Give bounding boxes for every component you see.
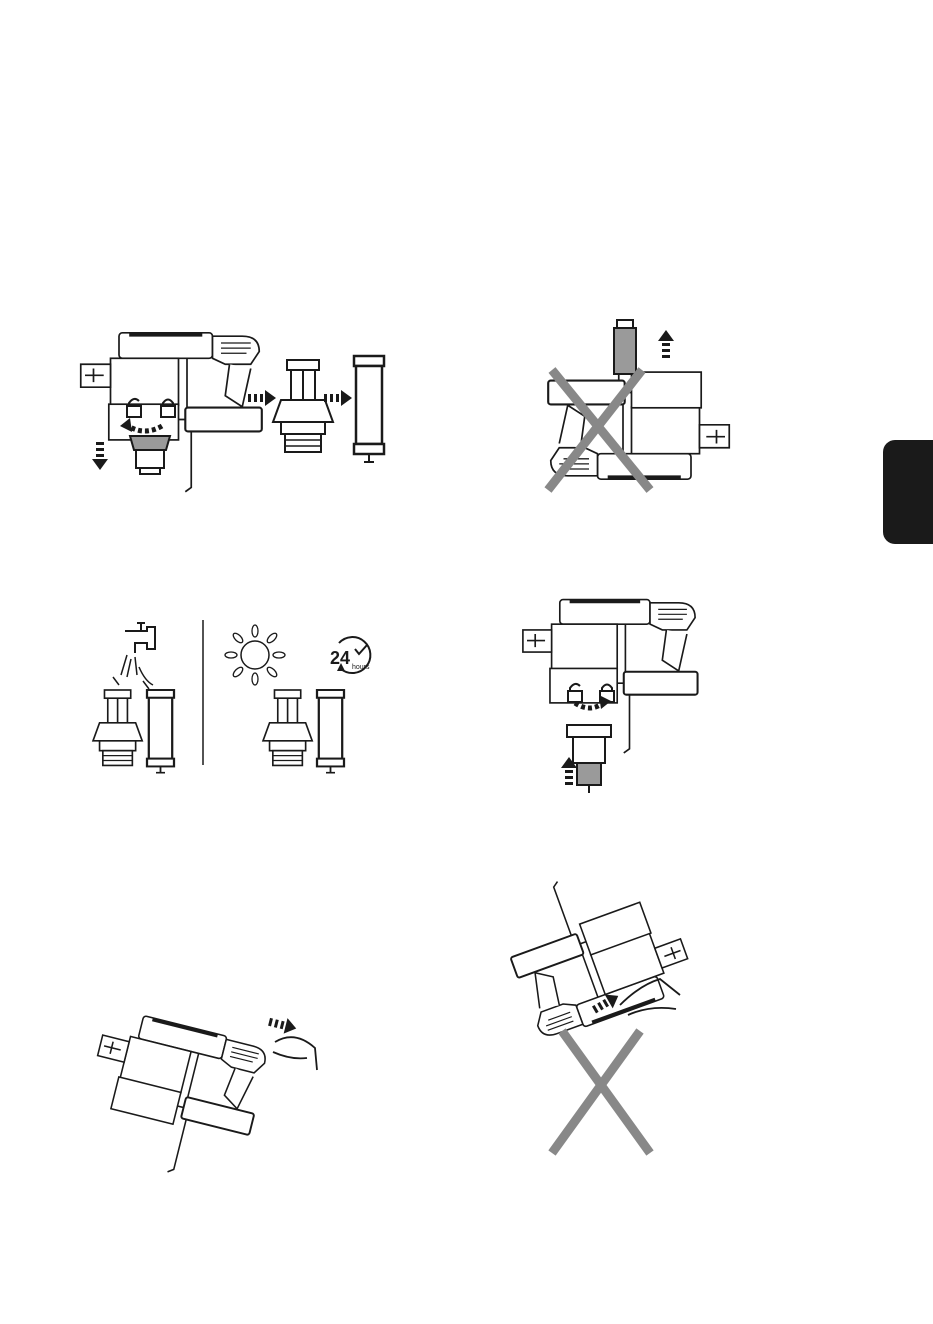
vacuum-tilted-icon xyxy=(74,1007,270,1189)
cyclone-filter-icon xyxy=(273,360,333,452)
dry-time-number: 24 xyxy=(330,648,350,668)
up-arrow-icon xyxy=(658,330,674,358)
tap-icon xyxy=(125,623,155,653)
figure-do-not-pull-filter xyxy=(510,318,740,503)
right-arrow-icon xyxy=(267,1014,298,1036)
mesh-filter-icon xyxy=(354,356,384,462)
mesh-filter-icon xyxy=(147,690,174,773)
mesh-filter-icon xyxy=(317,690,344,773)
cyclone-filter-icon xyxy=(263,690,312,765)
hand-icon xyxy=(273,1037,317,1070)
figure-remove-battery-wrong xyxy=(500,965,715,1170)
side-tab-marker xyxy=(883,440,933,544)
cyclone-filter-icon xyxy=(93,690,142,765)
sun-icon xyxy=(225,625,285,685)
right-arrow-icon xyxy=(324,390,352,406)
dry-time-unit: hours xyxy=(352,664,370,671)
figure-reattach-dust-bin xyxy=(515,585,725,800)
vacuum-tilted-icon xyxy=(492,849,698,1043)
dust-bin-base xyxy=(130,436,170,474)
down-arrow-icon xyxy=(92,442,108,470)
figure-wash-and-dry: 24 hours xyxy=(85,615,380,770)
filter-pulled xyxy=(614,320,636,374)
figure-remove-dust-bin xyxy=(70,318,410,498)
rotate-arrow xyxy=(575,703,603,708)
right-arrow-icon xyxy=(248,390,276,406)
water-drops-icon xyxy=(113,655,153,689)
figure-remove-battery-correct xyxy=(95,990,330,1165)
cross-mark-icon xyxy=(552,1031,650,1153)
dust-bin-base xyxy=(567,725,611,793)
